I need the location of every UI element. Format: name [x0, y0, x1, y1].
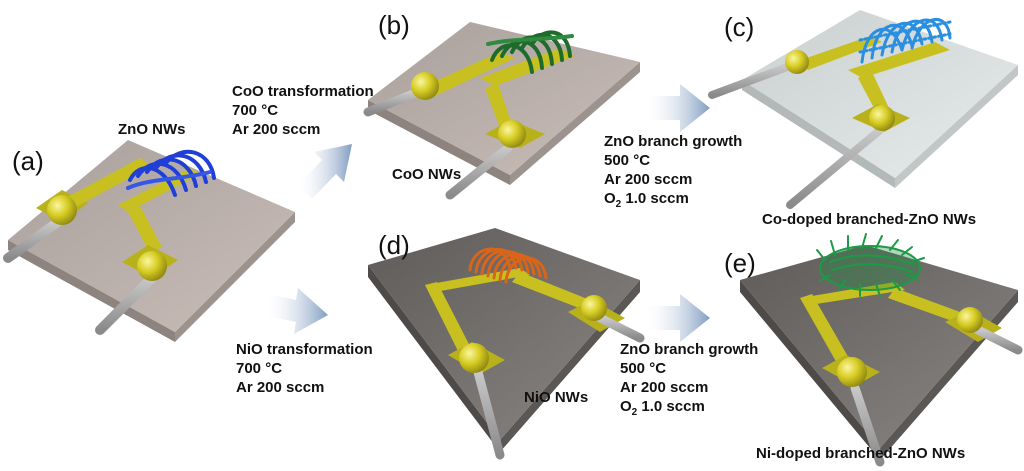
- o2-flow: 1.0 sccm: [637, 398, 705, 415]
- substrate-d: [368, 228, 640, 440]
- probe-icon: [850, 383, 885, 467]
- step-temp: 700 °C: [236, 360, 283, 377]
- step-coo-transformation: CoO transformation 700 °C Ar 200 sccm: [232, 82, 374, 139]
- substrate-e-side: [740, 280, 880, 460]
- panel-c: [708, 10, 1018, 209]
- panel-a: [3, 140, 295, 342]
- probe-icon: [3, 217, 63, 263]
- electrode-pad-icon: [848, 42, 950, 78]
- panel-label-e: Ni-doped branched-ZnO NWs: [756, 445, 966, 462]
- step-title: ZnO branch growth: [620, 341, 759, 358]
- contact-ball-c2: [869, 105, 895, 131]
- contact-ball-a1: [47, 195, 77, 225]
- probe-icon: [95, 273, 157, 335]
- panel-label-c: Co-doped branched-ZnO NWs: [762, 211, 977, 228]
- substrate-b: [368, 22, 640, 175]
- nanowire-icon: [858, 18, 952, 64]
- nanowire-icon: [486, 30, 574, 74]
- step-branch-growth-bottom: ZnO branch growth 500 °C Ar 200 sccm O2 …: [620, 340, 758, 422]
- probe-icon: [786, 126, 884, 209]
- panel-d: [368, 228, 645, 460]
- contact-ball-a2: [137, 251, 167, 281]
- arrow-icon: [646, 84, 710, 132]
- panel-b: [363, 22, 640, 200]
- probe-icon: [708, 62, 794, 99]
- contact-ball-d1: [459, 343, 489, 373]
- substrate-a-side2: [175, 212, 295, 342]
- step-o2: O2 1.0 sccm: [604, 189, 742, 214]
- contact-ball-d2: [581, 295, 607, 321]
- step-nio-transformation: NiO transformation 700 °C Ar 200 sccm: [236, 340, 373, 397]
- step-temp: 500 °C: [620, 360, 667, 377]
- substrate-d-side: [368, 265, 500, 452]
- electrode-track-b1: [420, 52, 515, 96]
- probe-icon: [595, 313, 645, 343]
- o2-flow: 1.0 sccm: [621, 190, 689, 207]
- step-o2: O2 1.0 sccm: [620, 397, 758, 422]
- nanowire-icon: [126, 149, 216, 197]
- step-title: ZnO branch growth: [604, 133, 743, 150]
- electrode-track-a2: [128, 206, 162, 253]
- panel-label-b: CoO NWs: [392, 166, 462, 183]
- arrow-icon: [646, 294, 710, 342]
- probe-icon: [445, 143, 513, 200]
- o2-symbol: O: [604, 190, 616, 207]
- step-gas: Ar 200 sccm: [620, 379, 709, 396]
- contact-ball-e1: [837, 357, 867, 387]
- panel-letter-d: (d): [378, 230, 410, 260]
- electrode-track-c1: [795, 36, 882, 70]
- contact-ball-e2: [957, 307, 983, 333]
- contact-ball-b2: [498, 120, 526, 148]
- step-gas: Ar 200 sccm: [232, 121, 321, 138]
- o2-symbol: O: [620, 398, 632, 415]
- substrate-c-side: [742, 80, 895, 188]
- step-title: CoO transformation: [232, 83, 374, 100]
- electrode-track-b2: [485, 84, 512, 128]
- step-gas: Ar 200 sccm: [604, 171, 693, 188]
- arrow-icon: [298, 144, 352, 199]
- substrate-c-side2: [895, 65, 1018, 188]
- substrate-b-side2: [510, 62, 640, 185]
- electrode-track-d2: [425, 282, 472, 355]
- contact-ball-c1: [785, 50, 809, 74]
- panel-label-d: NiO NWs: [524, 389, 589, 406]
- panel-letter-a: (a): [12, 146, 44, 176]
- electrode-track-a1: [62, 158, 152, 208]
- probe-icon: [973, 325, 1023, 355]
- panel-letter-c: (c): [724, 12, 755, 42]
- electrode-track-e2: [800, 294, 850, 365]
- panel-letter-b: (b): [378, 10, 410, 40]
- electrode-track-d1: [425, 268, 530, 292]
- contact-ball-b1: [411, 72, 439, 100]
- substrate-b-side: [368, 100, 510, 185]
- step-title: NiO transformation: [236, 341, 373, 358]
- o2-subscript: 2: [615, 199, 622, 210]
- nanowire-icon: [468, 247, 548, 284]
- substrate-a-side: [8, 240, 175, 342]
- nanowire-icon: [816, 233, 925, 297]
- electrode-track-c2: [858, 72, 888, 110]
- o2-subscript: 2: [631, 407, 638, 418]
- electrode-track-e1: [800, 282, 905, 305]
- probe-icon: [473, 367, 505, 460]
- panel-label-a: ZnO NWs: [118, 121, 186, 138]
- panel-e: [740, 233, 1023, 467]
- step-branch-growth-top: ZnO branch growth 500 °C Ar 200 sccm O2 …: [604, 132, 742, 214]
- step-temp: 500 °C: [604, 152, 651, 169]
- electrode-track-e3: [888, 288, 960, 322]
- step-temp: 700 °C: [232, 102, 279, 119]
- panel-letter-e: (e): [724, 248, 756, 278]
- probe-icon: [363, 87, 423, 117]
- arrow-icon: [266, 288, 328, 334]
- electrode-track-d3: [512, 272, 590, 310]
- step-gas: Ar 200 sccm: [236, 379, 325, 396]
